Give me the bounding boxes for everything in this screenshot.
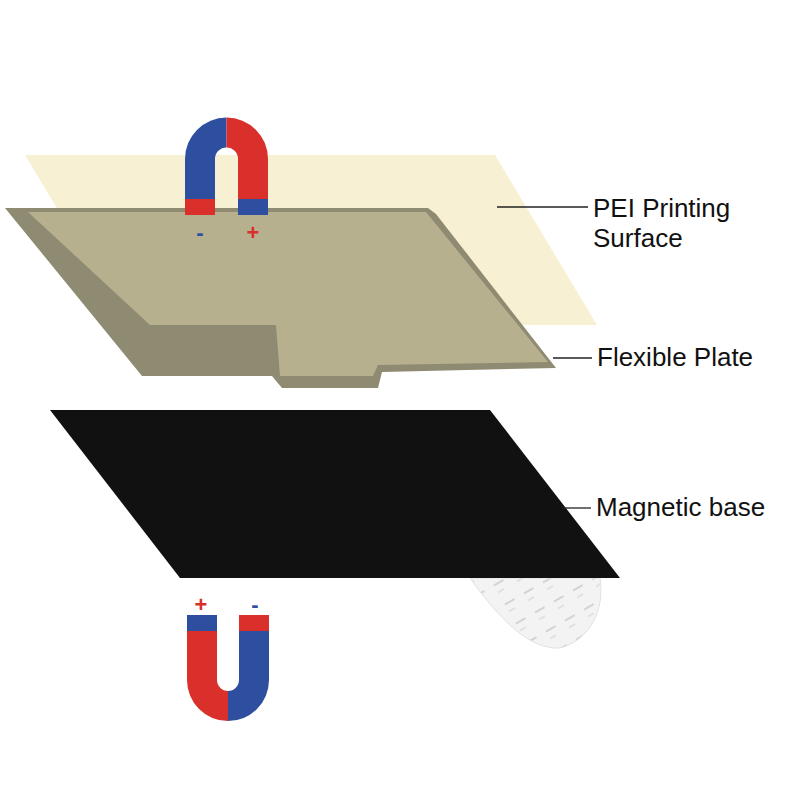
part-label: PEI Printing Surface: [593, 194, 778, 254]
flexible-plate: [5, 208, 556, 388]
leader-line: [497, 206, 588, 207]
adhesive-liner: [470, 578, 601, 648]
magnet-top: [185, 117, 268, 215]
pole-sign: +: [195, 592, 208, 617]
leader-line: [562, 507, 591, 508]
leader-line: [553, 357, 592, 358]
part-label: Flexible Plate: [597, 343, 753, 373]
pole-sign: -: [251, 592, 258, 617]
pole-sign: -: [196, 220, 203, 245]
magnetic-base: [50, 410, 620, 578]
part-label: Magnetic base: [596, 493, 765, 523]
pole-sign: +: [247, 220, 260, 245]
magnet-bottom: [187, 615, 269, 721]
plate-face: [28, 212, 548, 376]
